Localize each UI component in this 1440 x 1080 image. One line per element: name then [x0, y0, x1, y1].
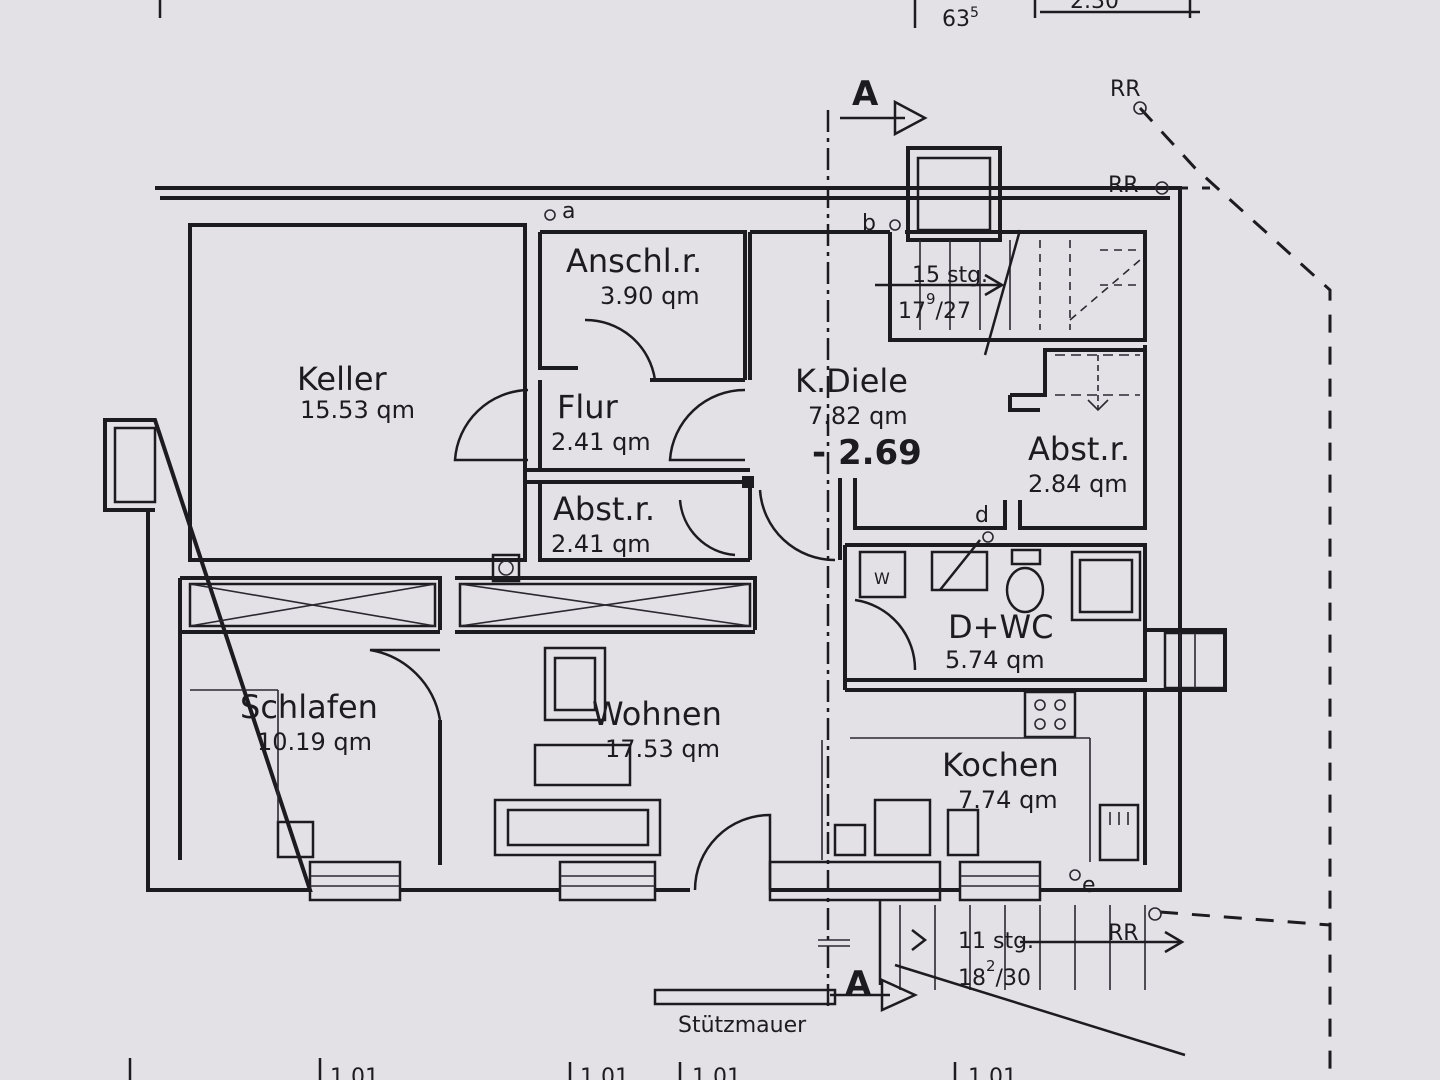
upper-stairs-ratio: 179/27	[898, 290, 971, 324]
washer-label: W	[874, 569, 890, 588]
room-schlafen-name: Schlafen	[240, 688, 378, 726]
lower-stairs-steps: 11 stg.	[958, 929, 1034, 954]
marker-d: d	[975, 503, 989, 528]
retaining-wall: Stützmauer	[653, 988, 837, 1038]
upper-stairs-steps: 15 stg.	[912, 263, 988, 288]
room-flur-name: Flur	[557, 388, 619, 426]
rr-label-2: RR	[1108, 173, 1139, 198]
top-dimension-line: 635 2.30	[158, 0, 1200, 32]
point-markers: a b d e	[491, 199, 1096, 898]
room-dwc-area: 5.74 qm	[945, 646, 1045, 674]
room-kochen-name: Kochen	[942, 746, 1059, 784]
room-abst2-name: Abst.r.	[1028, 430, 1130, 468]
room-labels: Keller 15.53 qm Anschl.r. 3.90 qm Flur 2…	[240, 242, 1130, 814]
beam-crossings	[188, 582, 752, 628]
rr-label-3: RR	[1108, 921, 1139, 946]
section-label-bottom: A	[845, 964, 872, 1004]
room-dwc-name: D+WC	[948, 608, 1053, 646]
section-line: A A	[818, 74, 928, 1012]
room-schlafen-area: 10.19 qm	[257, 728, 372, 756]
bath-fixtures: W	[858, 548, 1142, 622]
marker-b: b	[862, 211, 876, 236]
door-swings	[369, 318, 981, 891]
windows	[308, 631, 1227, 902]
bottom-dimension-line: 1.01 1.01 1.01 1.01	[128, 1058, 1017, 1080]
top-dim-1: 635	[942, 5, 979, 32]
retaining-wall-label: Stützmauer	[678, 1013, 807, 1038]
lower-stairs: 11 stg. 182/30	[878, 900, 1186, 1057]
bottom-dim-4: 1.01	[968, 1065, 1017, 1080]
marker-e: e	[1082, 873, 1096, 898]
room-anschl-name: Anschl.r.	[566, 242, 702, 280]
upper-stairs: 15 stg. 179/27	[875, 229, 1141, 412]
room-diele-area: 7.82 qm	[808, 402, 908, 430]
room-anschl-area: 3.90 qm	[600, 282, 700, 310]
furniture-schlafen	[190, 689, 315, 859]
section-label-top: A	[852, 74, 879, 114]
drain-lines: RR RR RR	[1108, 77, 1332, 1080]
room-keller-area: 15.53 qm	[300, 396, 415, 424]
rr-label-1: RR	[1110, 77, 1141, 102]
top-dim-2: 2.30	[1070, 0, 1119, 14]
furniture-wohnen	[493, 646, 823, 860]
room-wohnen-name: Wohnen	[592, 695, 722, 733]
interior-walls	[178, 230, 1227, 865]
room-flur-area: 2.41 qm	[551, 428, 651, 456]
room-abst1-area: 2.41 qm	[551, 530, 651, 558]
room-wohnen-area: 17.53 qm	[605, 735, 720, 763]
lower-stairs-ratio: 182/30	[958, 957, 1031, 991]
outer-walls	[103, 146, 1182, 892]
room-abst1-name: Abst.r.	[553, 490, 655, 528]
room-keller-name: Keller	[297, 360, 388, 398]
room-abst2-area: 2.84 qm	[1028, 470, 1128, 498]
bottom-dim-3: 1.01	[692, 1065, 741, 1080]
bottom-dim-2: 1.01	[580, 1065, 629, 1080]
room-diele-level: - 2.69	[812, 433, 922, 473]
room-diele-name: K.Diele	[795, 362, 908, 400]
furniture-kochen	[833, 690, 1140, 862]
marker-a: a	[562, 199, 575, 224]
bottom-dim-1: 1.01	[330, 1065, 379, 1080]
room-kochen-area: 7.74 qm	[958, 786, 1058, 814]
